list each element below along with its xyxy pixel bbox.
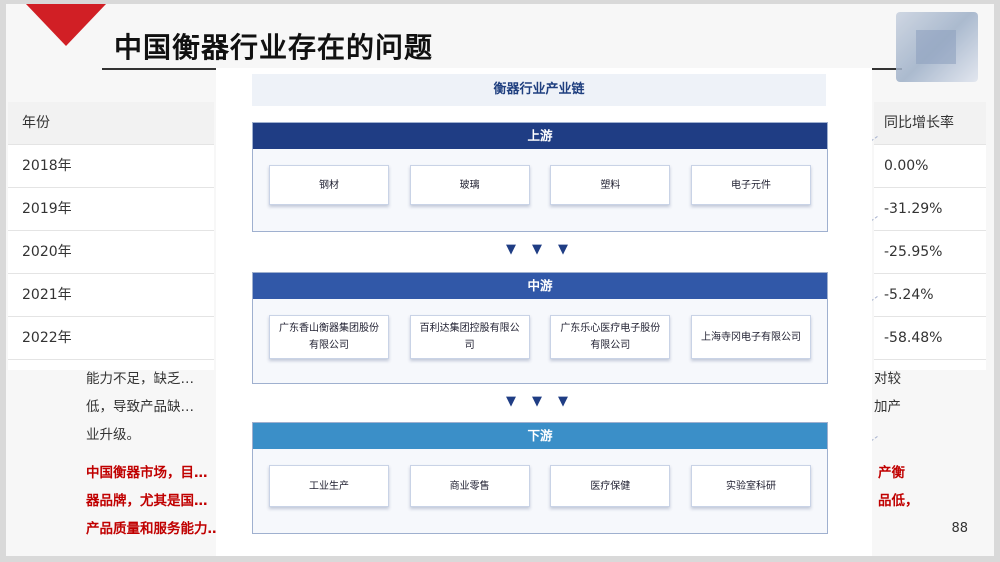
- down-arrow-icon: ▼: [506, 242, 532, 257]
- page-title: 中国衡器行业存在的问题: [114, 31, 434, 64]
- upstream-label: 上游: [253, 123, 827, 149]
- down-arrow-icon: ▼: [558, 242, 584, 257]
- chain-item-box: 钢材: [269, 165, 389, 205]
- table-row: 2018年: [8, 145, 214, 188]
- body-text-line: 对较: [874, 371, 901, 387]
- down-arrow-icon: ▼: [532, 242, 558, 257]
- table-row: -31.29%: [874, 188, 986, 231]
- blurred-logo-image: [896, 12, 978, 82]
- table-row: -25.95%: [874, 231, 986, 274]
- flow-arrows: ▼▼▼: [506, 242, 584, 257]
- down-arrow-icon: ▼: [558, 394, 584, 409]
- chain-item-box: 医疗保健: [550, 465, 671, 507]
- chain-item-box: 商业零售: [409, 465, 530, 507]
- red-corner-decoration: [26, 4, 106, 46]
- body-text-line: 低，导致产品缺…: [86, 399, 194, 415]
- year-table-header: 年份: [8, 102, 214, 145]
- chain-item-box: 工业生产: [269, 465, 389, 507]
- midstream-section: 中游 广东香山衡器集团股份有限公司 百利达集团控股有限公司 广东乐心医疗电子股份…: [252, 272, 828, 384]
- body-text-line: 业升级。: [86, 427, 140, 443]
- downstream-section: 下游 工业生产 商业零售 医疗保健 实验室科研: [252, 422, 828, 534]
- page-number: 88: [951, 521, 968, 536]
- flow-arrows: ▼▼▼: [506, 394, 584, 409]
- chain-item-box: 电子元件: [690, 165, 811, 205]
- upstream-section: 上游 钢材 玻璃 塑料 电子元件: [252, 122, 828, 232]
- chain-item-box: 玻璃: [409, 165, 530, 205]
- growth-rate-table: 同比增长率 0.00% -31.29% -25.95% -5.24% -58.4…: [874, 102, 986, 370]
- chain-item-box: 百利达集团控股有限公司: [409, 315, 530, 359]
- highlight-text-line: 中国衡器市场，目…: [86, 465, 208, 481]
- highlight-text-line: 产品质量和服务能力…: [86, 521, 221, 537]
- chain-item-box: 实验室科研: [690, 465, 811, 507]
- highlight-text-line: 器品牌，尤其是国…: [86, 493, 208, 509]
- growth-table-header: 同比增长率: [874, 102, 986, 145]
- table-row: 0.00%: [874, 145, 986, 188]
- body-text-line: 加产: [874, 399, 901, 415]
- highlight-text-line: 产衡: [878, 465, 905, 481]
- year-table: 年份 2018年 2019年 2020年 2021年 2022年: [8, 102, 214, 370]
- body-text-line: 能力不足，缺乏…: [86, 371, 194, 387]
- presentation-slide: 中国衡器行业存在的问题 年份 2018年 2019年 2020年 2021年 2…: [6, 4, 994, 556]
- chain-item-box: 上海寺冈电子有限公司: [690, 315, 811, 359]
- table-row: -5.24%: [874, 274, 986, 317]
- highlight-text-line: 品低，: [878, 493, 919, 509]
- table-row: 2022年: [8, 317, 214, 360]
- down-arrow-icon: ▼: [532, 394, 558, 409]
- midstream-label: 中游: [253, 273, 827, 299]
- table-row: 2020年: [8, 231, 214, 274]
- down-arrow-icon: ▼: [506, 394, 532, 409]
- chain-title: 衡器行业产业链: [252, 74, 826, 106]
- downstream-label: 下游: [253, 423, 827, 449]
- table-row: 2019年: [8, 188, 214, 231]
- table-row: -58.48%: [874, 317, 986, 360]
- chain-item-box: 塑料: [550, 165, 671, 205]
- table-row: 2021年: [8, 274, 214, 317]
- chain-item-box: 广东乐心医疗电子股份有限公司: [550, 315, 671, 359]
- chain-item-box: 广东香山衡器集团股份有限公司: [269, 315, 389, 359]
- industry-chain-diagram: 衡器行业产业链 上游 钢材 玻璃 塑料 电子元件 ▼▼▼ 中游 广东香山衡器集团…: [216, 68, 872, 556]
